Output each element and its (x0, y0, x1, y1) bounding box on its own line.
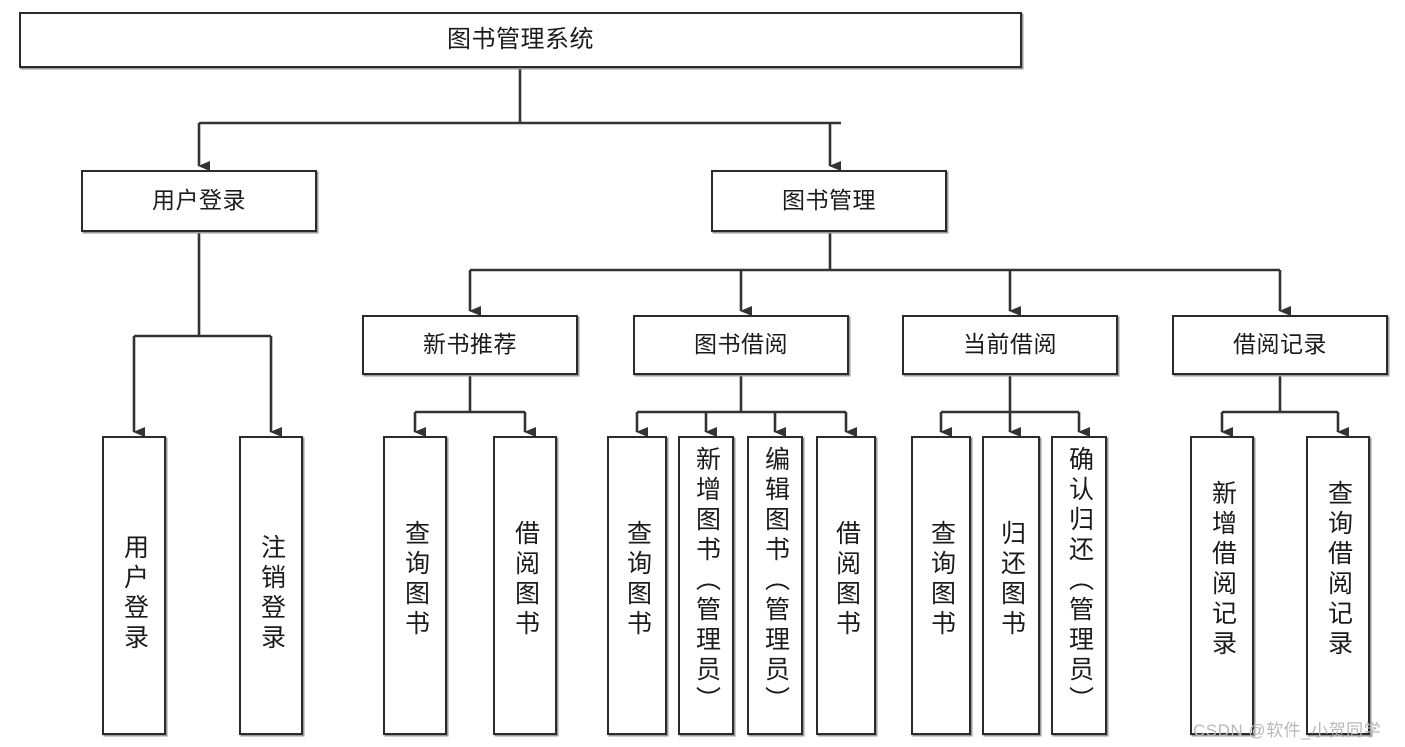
node-current-borrow-label: 当前借阅 (963, 331, 1057, 358)
node-book-manage-label: 图书管理 (782, 187, 876, 214)
node-current-borrow[interactable]: 当前借阅 (902, 315, 1118, 375)
node-leaf-add-book-label: 新增图书（管理员） (692, 446, 721, 716)
node-user-login-label: 用户登录 (152, 187, 246, 214)
node-root-label: 图书管理系统 (447, 25, 594, 53)
node-book-borrow-label: 图书借阅 (694, 331, 788, 358)
node-leaf-user-logout-label: 注销登录 (257, 534, 286, 654)
node-leaf-user-login[interactable]: 用户登录 (102, 436, 166, 735)
node-leaf-query-book-1-label: 查询图书 (401, 520, 430, 640)
node-leaf-user-logout[interactable]: 注销登录 (239, 436, 303, 735)
node-leaf-confirm-return-label: 确认归还（管理员） (1065, 446, 1094, 716)
node-leaf-edit-book-label: 编辑图书（管理员） (761, 446, 790, 716)
node-leaf-query-book-2[interactable]: 查询图书 (607, 436, 667, 735)
node-leaf-add-book[interactable]: 新增图书（管理员） (678, 436, 734, 735)
node-leaf-query-book-2-label: 查询图书 (623, 520, 652, 640)
node-leaf-query-book-1[interactable]: 查询图书 (383, 436, 447, 735)
node-leaf-borrow-book-1-label: 借阅图书 (511, 520, 540, 640)
node-leaf-user-login-label: 用户登录 (120, 534, 149, 654)
node-leaf-borrow-book-1[interactable]: 借阅图书 (493, 436, 557, 735)
node-borrow-record[interactable]: 借阅记录 (1172, 315, 1388, 375)
node-leaf-add-record[interactable]: 新增借阅记录 (1190, 436, 1254, 735)
node-root[interactable]: 图书管理系统 (19, 12, 1022, 68)
watermark: CSDN @软件_小贺同学 (1193, 721, 1382, 740)
node-leaf-query-record-label: 查询借阅记录 (1324, 480, 1353, 660)
node-borrow-record-label: 借阅记录 (1233, 331, 1327, 358)
node-new-book-recommend-label: 新书推荐 (423, 331, 517, 358)
node-leaf-query-book-3-label: 查询图书 (927, 520, 956, 640)
node-leaf-add-record-label: 新增借阅记录 (1208, 480, 1237, 660)
node-new-book-recommend[interactable]: 新书推荐 (362, 315, 578, 375)
node-user-login[interactable]: 用户登录 (81, 170, 317, 232)
node-leaf-return-book[interactable]: 归还图书 (982, 436, 1040, 735)
node-leaf-query-record[interactable]: 查询借阅记录 (1306, 436, 1370, 735)
node-leaf-return-book-label: 归还图书 (997, 520, 1026, 640)
node-leaf-borrow-book-2-label: 借阅图书 (832, 520, 861, 640)
node-leaf-confirm-return[interactable]: 确认归还（管理员） (1051, 436, 1107, 735)
node-leaf-edit-book[interactable]: 编辑图书（管理员） (747, 436, 803, 735)
node-book-manage[interactable]: 图书管理 (711, 170, 947, 232)
node-leaf-borrow-book-2[interactable]: 借阅图书 (816, 436, 876, 735)
node-book-borrow[interactable]: 图书借阅 (633, 315, 849, 375)
node-leaf-query-book-3[interactable]: 查询图书 (911, 436, 971, 735)
